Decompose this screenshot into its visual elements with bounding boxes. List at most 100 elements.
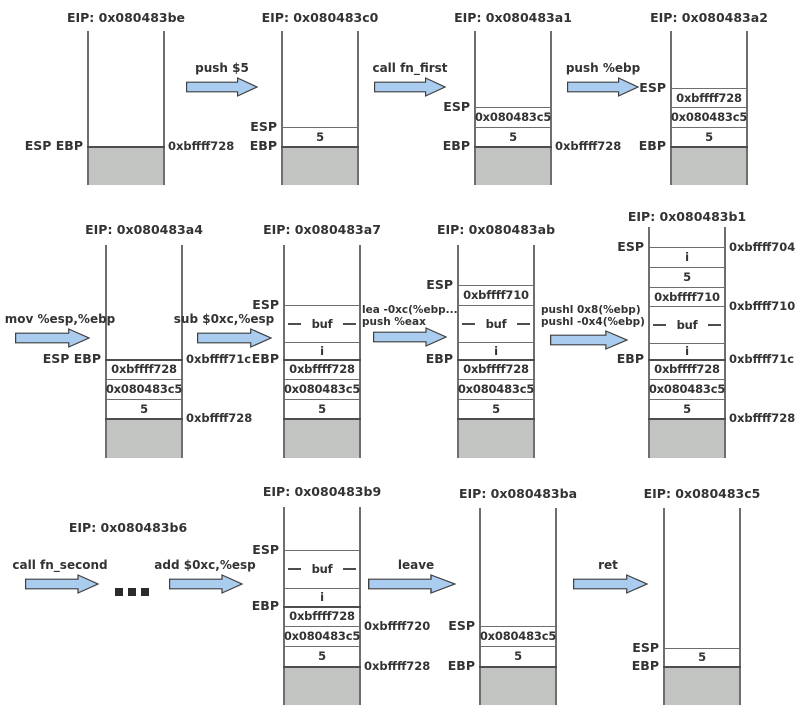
cell-divider: [670, 146, 748, 148]
stack-frame: 5 ESP EBP: [632, 508, 741, 705]
eip-title: EIP: 0x080483a2: [650, 10, 768, 25]
occupied-stack-region: [672, 146, 746, 185]
buf-cell: buf: [459, 305, 533, 342]
transition-arrow: [197, 328, 272, 348]
stack-wall: [87, 31, 89, 185]
stack-cell-value: i: [320, 590, 324, 604]
cell-divider: [283, 666, 361, 668]
transition-arrow: [373, 327, 447, 347]
cell-divider: [457, 305, 535, 306]
cell-divider: [648, 379, 726, 380]
right-arrow-icon: [197, 328, 272, 348]
cell-divider: [457, 418, 535, 420]
occupied-stack-region: [459, 418, 533, 458]
eip-title: EIP: 0x080483a1: [454, 10, 572, 25]
stack-wall: [281, 31, 283, 185]
stack-cell-value: 0xbffff710: [463, 288, 529, 302]
stack-frame: i 5 0xbffff710 buf i 0xbffff728 0x080483…: [617, 227, 795, 458]
eip-title: EIP: 0x080483b1: [627, 209, 747, 224]
stack-cell-value: 0x080483c5: [283, 629, 361, 643]
stack-cell-value: 5: [318, 649, 326, 663]
cell-divider: [283, 359, 361, 361]
transition-arrow: [550, 330, 628, 350]
right-arrow-icon: [169, 574, 243, 594]
stack-wall: [359, 245, 361, 458]
occupied-stack-region: [283, 146, 357, 185]
stack-cell-value: 0x080483c5: [479, 629, 557, 643]
occupied-stack-region: [285, 418, 359, 458]
stack-wall: [181, 245, 183, 458]
instruction-label: leave: [397, 558, 435, 572]
stack-frame: buf i 0xbffff728 0x080483c5 5 ESP EBP 0x…: [252, 507, 430, 705]
buf-cell: buf: [285, 550, 359, 588]
esp-ebp-pointer-label: ESP EBP: [42, 351, 101, 366]
instruction-label: add $0xc,%esp: [154, 558, 256, 572]
address-label: 0xbffff728: [186, 411, 253, 425]
stack-cell-value: 0xbffff728: [463, 362, 529, 376]
stack-wall: [670, 31, 672, 185]
esp-pointer-label: ESP: [252, 542, 279, 557]
stack-cell-value: 5: [318, 401, 326, 416]
stack-wall: [550, 31, 552, 185]
right-arrow-icon: [567, 77, 639, 97]
occupied-stack-region: [107, 418, 181, 458]
instruction-label: sub $0xc,%esp: [173, 312, 275, 326]
ellipsis-dot: [115, 588, 123, 596]
stack-cell-value: 5: [492, 401, 500, 416]
stack-wall: [746, 31, 748, 185]
esp-pointer-label: ESP: [250, 119, 277, 134]
cell-divider: [648, 247, 726, 248]
stack-cell-value: 5: [683, 401, 691, 416]
stack-cell-value: 0xbffff728: [289, 362, 355, 376]
right-arrow-icon: [373, 327, 447, 347]
occupied-stack-region: [476, 146, 550, 185]
address-label: 0xbffff710: [729, 299, 796, 313]
esp-ebp-pointer-label: ESP EBP: [24, 138, 83, 153]
occupied-stack-region: [481, 666, 555, 705]
stack-cell-value: 5: [514, 649, 522, 663]
esp-pointer-label: ESP: [443, 99, 470, 114]
address-label: 0xbffff728: [729, 411, 796, 425]
stack-cell-value: 5: [140, 401, 148, 416]
stack-cell-value: 5: [705, 129, 713, 144]
eip-title: EIP: 0x080483a7: [263, 222, 381, 237]
esp-pointer-label: ESP: [448, 618, 475, 633]
stack-cell-value: 0xbffff710: [654, 289, 720, 304]
stack-wall: [163, 31, 165, 185]
ellipsis-icon: [115, 588, 149, 596]
cell-divider: [648, 399, 726, 400]
address-label: 0xbffff728: [364, 659, 431, 673]
stack-cell-value: 0x080483c5: [105, 382, 183, 396]
transition-arrow: [567, 77, 639, 97]
stack-frame: ESP EBP 0xbffff728: [25, 31, 234, 185]
buf-cell: buf: [285, 305, 359, 342]
address-label: 0xbffff71c: [729, 352, 795, 366]
stack-cell-value: i: [685, 344, 689, 358]
instruction-label: lea -0xc(%ebp... push %eax: [362, 304, 458, 328]
stack-frame: 0xbffff710 buf i 0xbffff728 0x080483c5 5…: [426, 245, 535, 458]
instruction-label: pushl 0x8(%ebp) pushl -0x4(%ebp): [541, 304, 645, 328]
cell-divider: [283, 399, 361, 400]
cell-divider: [670, 107, 748, 108]
transition-arrow: [25, 574, 99, 594]
cell-divider: [105, 359, 183, 361]
stack-cell-value: 0xbffff728: [289, 609, 355, 623]
transition-arrow: [374, 77, 446, 97]
occupied-stack-region: [89, 146, 163, 185]
cell-divider: [663, 666, 741, 668]
cell-divider: [670, 127, 748, 128]
instruction-line: pushl 0x8(%ebp): [541, 304, 641, 316]
cell-divider: [283, 305, 361, 306]
address-label: 0xbffff71c: [186, 352, 252, 366]
stack-cell-value: 0xbffff728: [676, 90, 742, 105]
stack-cell-value: 0x080483c5: [283, 382, 361, 396]
eip-title: EIP: 0x080483a4: [85, 222, 203, 237]
occupied-stack-region: [650, 418, 724, 458]
instruction-label: push $5: [195, 61, 249, 75]
transition-arrow: [186, 77, 258, 97]
cell-divider: [648, 287, 726, 288]
cell-divider: [457, 379, 535, 380]
cell-divider: [283, 418, 361, 420]
ellipsis-dot: [128, 588, 136, 596]
